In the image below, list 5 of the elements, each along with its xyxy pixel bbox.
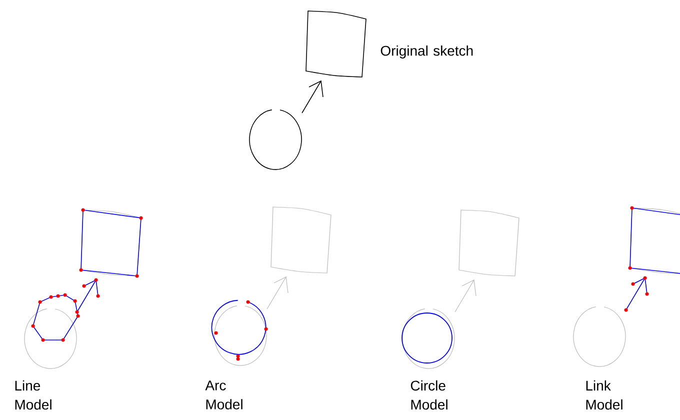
model-label: Line Model	[15, 380, 52, 410]
model-label: Circle Model	[410, 380, 448, 410]
model-label: Arc Model	[205, 380, 242, 410]
title-label: Original sketch	[380, 45, 473, 59]
model-label: Link Model	[586, 380, 622, 410]
